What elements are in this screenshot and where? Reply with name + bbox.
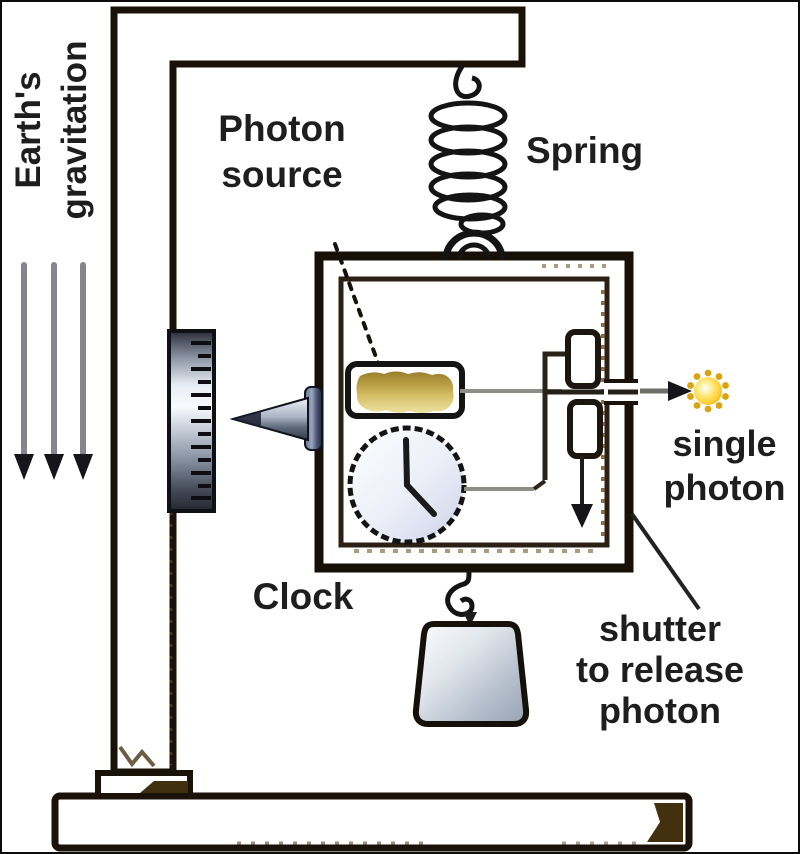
stand-foot — [95, 770, 193, 799]
earths-gravitation-line2: gravitation — [55, 40, 94, 220]
pointer-needle — [229, 386, 323, 451]
hook-icon — [442, 229, 506, 260]
photon-star — [687, 369, 729, 413]
photon-source-label: Photon source — [192, 106, 372, 198]
shutter-note-line1: shutter — [598, 608, 721, 649]
single-photon-line2: photon — [663, 467, 786, 508]
clock-hands — [403, 437, 437, 517]
spring-label: Spring — [526, 130, 644, 171]
ruler-scale — [167, 329, 216, 513]
photon-source-line2: source — [221, 154, 343, 195]
shutter-mechanism — [542, 329, 636, 480]
photon-source-lamp — [345, 361, 465, 419]
photon-source-line1: Photon — [218, 108, 346, 149]
shutter-note-line2: to release — [575, 649, 745, 690]
single-photon-line1: single — [672, 423, 777, 464]
spring-coil — [428, 63, 508, 236]
photon-exit-arrow — [640, 381, 692, 401]
clock-label: Clock — [252, 576, 354, 617]
hanging-weight — [412, 612, 530, 727]
stand-base — [51, 792, 693, 852]
single-photon-label: single photon — [642, 422, 798, 510]
shutter-note-label: shutter to release photon — [560, 608, 760, 731]
shutter-label-connector — [630, 512, 701, 611]
earths-gravitation-line1: Earth's — [9, 71, 48, 189]
earths-gravitation-label: Earth's gravitation — [6, 10, 106, 250]
shutter-down-arrow — [571, 456, 593, 528]
photon-exit-channel — [604, 379, 640, 405]
stand-frame — [110, 6, 526, 776]
shutter-note-line3: photon — [599, 690, 721, 731]
weight-hook — [445, 570, 475, 617]
label-connector-dashed — [333, 242, 387, 384]
gravity-arrows — [14, 262, 93, 480]
